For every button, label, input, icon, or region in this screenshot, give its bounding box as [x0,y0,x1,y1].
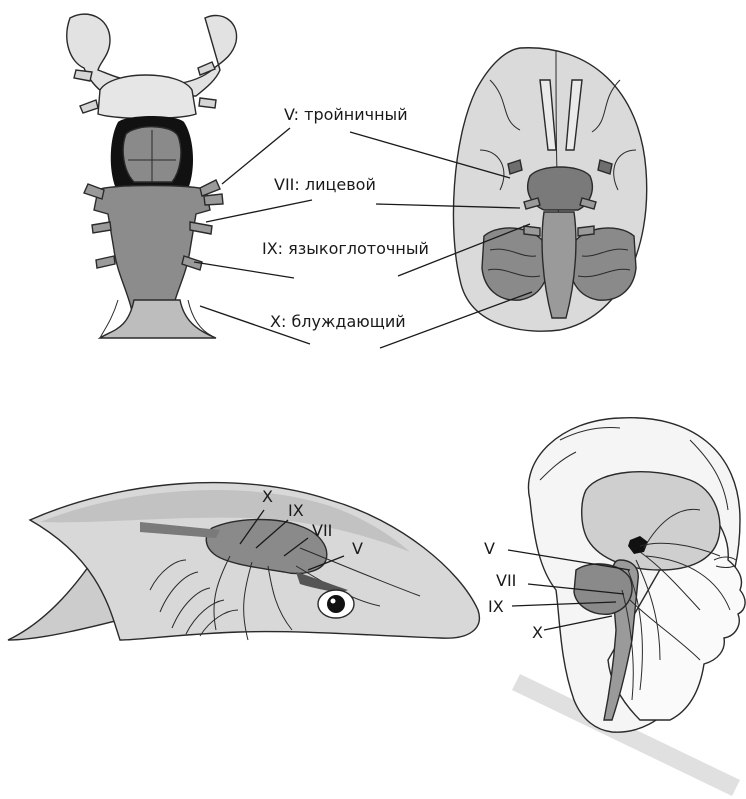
human-label-v: V [484,539,495,558]
label-glossopharyngeal: IX: языкоглоточный [262,239,429,258]
shark-label-x: X [262,487,273,506]
shark-label-v: V [352,539,363,558]
shark-head-illustration [8,483,479,640]
label-facial: VII: лицевой [274,175,376,194]
label-vagus: X: блуждающий [270,312,406,331]
shark-label-ix: IX [288,501,304,520]
human-head-illustration [512,418,745,796]
shark-label-vii: VII [312,521,332,540]
human-brain-illustration [453,48,646,331]
label-trigeminal: V: тройничный [284,105,408,124]
human-label-ix: IX [488,597,504,616]
human-label-vii: VII [496,571,516,590]
human-label-x: X [532,623,543,642]
shark-brain-illustration [67,14,237,338]
